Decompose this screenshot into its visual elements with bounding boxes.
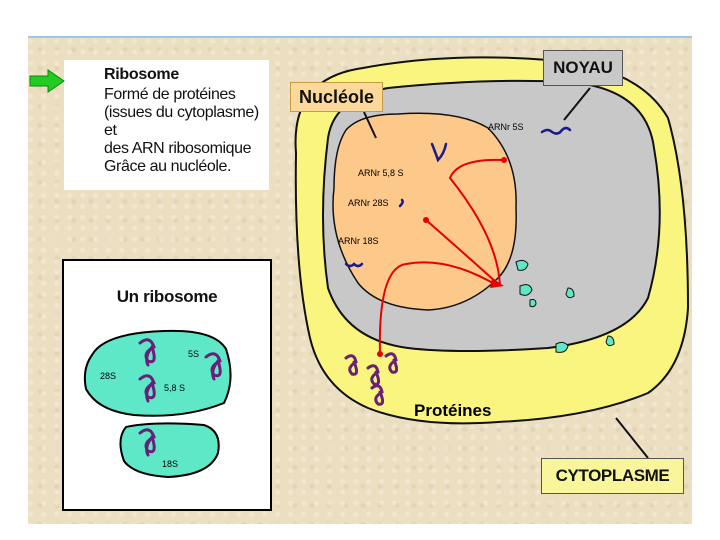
red-dot	[377, 351, 383, 357]
label-arnr-18s: ARNr 18S	[338, 236, 379, 246]
nucleole-pointer	[363, 111, 377, 139]
ribosome-shape	[565, 287, 575, 299]
label-28s: 28S	[100, 371, 116, 381]
cytoplasme-pointer	[615, 417, 649, 459]
ribosome-shape	[605, 335, 615, 347]
arrowhead	[490, 278, 504, 288]
info-box: Ribosome Formé de protéines (issues du c…	[64, 60, 269, 190]
rna-18s-squiggle	[344, 262, 364, 268]
small-subunit	[119, 422, 220, 479]
protein-squiggle	[384, 352, 399, 374]
ribosome-shape	[515, 259, 529, 271]
rna-nucleolus-squiggle	[430, 142, 448, 163]
ribosome-panel: Un ribosome 5S 28S 5,8 S 18S	[62, 259, 272, 511]
info-title: Ribosome	[104, 66, 179, 83]
nucleole-label: Nucléole	[290, 82, 383, 112]
label-5-8s: 5,8 S	[164, 383, 185, 393]
noyau-label: NOYAU	[543, 50, 623, 86]
rna-squiggle	[204, 352, 222, 381]
rna-28s-squiggle	[398, 198, 404, 208]
rna-squiggle	[138, 374, 156, 403]
ribosome-shape	[529, 299, 537, 308]
arrow-from-28s	[425, 219, 497, 283]
label-proteines: Protéines	[414, 401, 491, 420]
ribosome-shape	[555, 341, 569, 353]
label-18s: 18S	[162, 459, 178, 469]
cytoplasme-label: CYTOPLASME	[541, 458, 684, 494]
protein-squiggle	[366, 364, 381, 386]
label-arnr-58s: ARNr 5,8 S	[358, 168, 404, 178]
red-dot	[423, 217, 429, 223]
label-arnr-28s: ARNr 28S	[348, 198, 389, 208]
ribosome-drawing: 5S 28S 5,8 S 18S	[83, 329, 232, 479]
ribosome-shape	[519, 284, 533, 296]
slide: Ribosome Formé de protéines (issues du c…	[28, 36, 692, 524]
info-body: Formé de protéines (issues du cytoplasme…	[104, 86, 259, 175]
large-subunit	[83, 329, 232, 417]
rna-squiggle	[138, 428, 156, 457]
label-arnr-5s: ARNr 5S	[488, 122, 524, 132]
rna-5s-squiggle	[540, 126, 572, 135]
ribosome-panel-title: Un ribosome	[116, 287, 218, 306]
green-arrow-icon	[29, 69, 65, 93]
protein-squiggle	[370, 384, 385, 406]
label-5s: 5S	[188, 349, 199, 359]
arrow-from-5s	[448, 158, 505, 287]
noyau-pointer	[563, 87, 591, 121]
rna-squiggle	[138, 338, 156, 367]
arrow-from-18s	[378, 261, 499, 355]
red-dot	[501, 157, 507, 163]
cell-diagram: ARNr 5S ARNr 5,8 S ARNr 28S ARNr 18S	[294, 56, 690, 459]
protein-squiggle	[344, 354, 359, 376]
